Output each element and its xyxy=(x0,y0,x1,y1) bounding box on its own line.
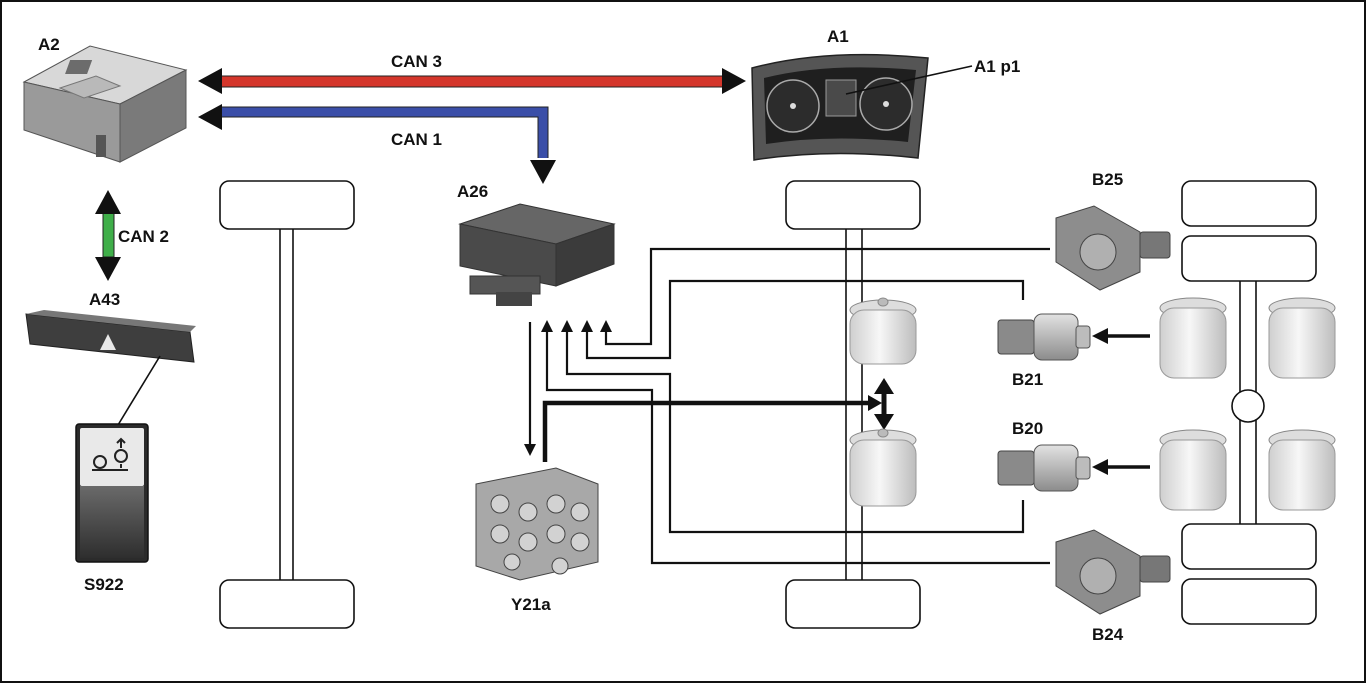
label-a1p1: A1 p1 xyxy=(974,57,1020,76)
label-y21a: Y21a xyxy=(511,595,551,614)
label-b20: B20 xyxy=(1012,419,1043,438)
bellows-rear-lower-left xyxy=(1160,430,1226,510)
bellows-rear-upper-left xyxy=(1160,298,1226,378)
wheel-front-right xyxy=(220,580,354,628)
bellows-mid-lower xyxy=(850,429,916,506)
s922-switch[interactable] xyxy=(76,424,148,562)
label-b25: B25 xyxy=(1092,170,1123,189)
bellows-mid-upper xyxy=(850,298,916,364)
bellows-rear-lower-right xyxy=(1269,430,1335,510)
label-can3: CAN 3 xyxy=(391,52,442,71)
wheel-rear-right-outer xyxy=(1182,579,1316,624)
can3-bus-line xyxy=(218,76,724,87)
y21a-valve-block xyxy=(476,468,598,580)
label-a2: A2 xyxy=(38,35,60,54)
bellows-rear-upper-right xyxy=(1269,298,1335,378)
label-b24: B24 xyxy=(1092,625,1124,644)
wheel-front-left xyxy=(220,181,354,229)
wheel-rear-left-outer xyxy=(1182,181,1316,226)
label-can1: CAN 1 xyxy=(391,130,442,149)
label-can2: CAN 2 xyxy=(118,227,169,246)
wheel-rear-left-inner xyxy=(1182,236,1316,281)
label-s922: S922 xyxy=(84,575,124,594)
label-a26: A26 xyxy=(457,182,488,201)
label-a43: A43 xyxy=(89,290,120,309)
differential-circle xyxy=(1232,390,1264,422)
b21-pressure-sensor xyxy=(998,314,1090,360)
label-a1: A1 xyxy=(827,27,849,46)
wheel-rear-right-inner xyxy=(1182,524,1316,569)
a1-instrument-cluster xyxy=(752,55,928,160)
b20-pressure-sensor xyxy=(998,445,1090,491)
wheel-mid-left xyxy=(786,181,920,229)
can2-bus-line xyxy=(103,212,114,257)
wheel-mid-right xyxy=(786,580,920,628)
label-b21: B21 xyxy=(1012,370,1043,389)
